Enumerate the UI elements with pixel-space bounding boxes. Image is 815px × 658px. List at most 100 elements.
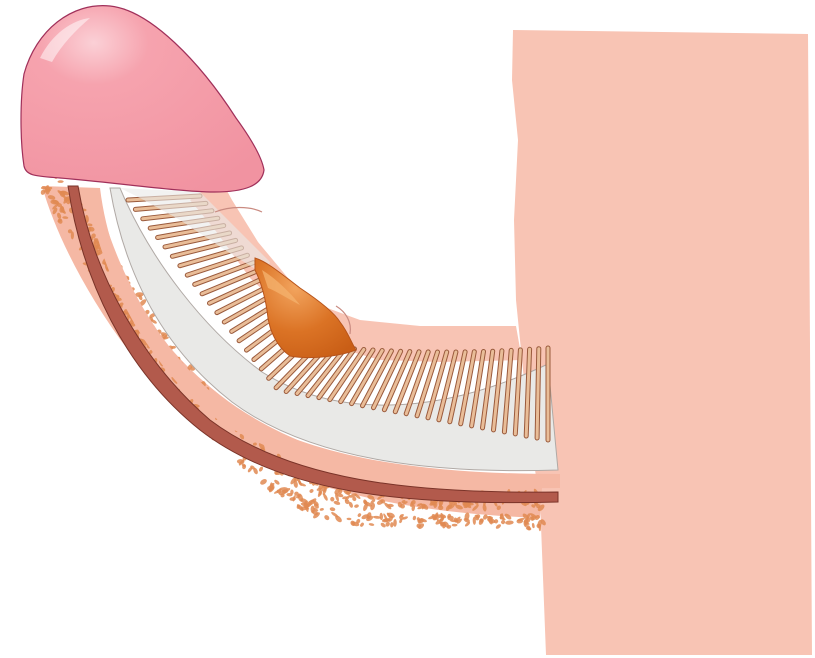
septum: [470, 350, 485, 428]
speckle: [300, 498, 309, 505]
speckle: [346, 517, 352, 521]
speckle: [440, 514, 447, 519]
speckle: [148, 350, 153, 355]
speckle: [379, 512, 384, 521]
speckle: [289, 497, 296, 501]
speckle: [138, 294, 143, 301]
septum: [361, 349, 393, 408]
speckle: [367, 495, 375, 500]
speckle: [286, 492, 293, 497]
speckle: [403, 501, 408, 505]
speckle: [338, 488, 343, 494]
speckle: [501, 520, 506, 525]
speckle: [354, 504, 359, 508]
speckle: [273, 489, 282, 494]
septum: [404, 350, 430, 416]
speckle: [297, 477, 302, 485]
speckle: [40, 189, 46, 195]
speckle: [335, 515, 342, 523]
speckle: [377, 495, 383, 500]
speckle: [483, 514, 488, 520]
speckle: [536, 523, 542, 529]
speckle: [399, 515, 404, 520]
speckle: [443, 521, 449, 528]
septum: [393, 350, 421, 414]
speckle: [421, 504, 426, 510]
speckle: [464, 521, 471, 527]
septum: [459, 350, 476, 426]
speckle: [67, 229, 73, 234]
glans-highlight: [40, 18, 90, 62]
speckle: [464, 512, 470, 521]
speckle: [390, 522, 394, 528]
speckle: [366, 515, 374, 522]
speckle: [324, 515, 330, 521]
septum: [426, 350, 449, 420]
speckle: [534, 515, 540, 520]
corpus-cavernosum-upper: [120, 188, 270, 275]
speckle: [305, 502, 312, 508]
septum: [448, 350, 467, 424]
speckle: [298, 482, 306, 487]
speckle: [504, 513, 512, 520]
speckle: [238, 459, 245, 466]
speckle: [363, 503, 368, 512]
speckle: [393, 519, 397, 527]
speckle: [531, 523, 535, 529]
speckle: [348, 501, 353, 508]
speckle: [432, 517, 437, 521]
speckle: [313, 503, 319, 509]
septum: [437, 350, 458, 422]
speckle: [62, 216, 69, 219]
speckle: [309, 489, 314, 493]
speckle: [360, 522, 364, 527]
speckle: [387, 512, 395, 518]
speckle: [269, 482, 273, 490]
septum: [372, 349, 403, 410]
speckle: [45, 186, 51, 195]
speckle: [52, 203, 59, 210]
speckle: [399, 514, 404, 517]
speckle: [531, 504, 536, 508]
speckle: [305, 505, 309, 512]
speckle: [260, 479, 267, 485]
body-wall: [512, 30, 812, 655]
speckle: [61, 190, 70, 196]
speckle: [400, 503, 405, 509]
speckle: [310, 505, 315, 514]
speckle: [525, 526, 532, 531]
speckle: [351, 521, 360, 527]
speckle: [252, 442, 257, 446]
speckle: [451, 523, 458, 527]
septum: [535, 347, 541, 440]
speckle: [330, 496, 335, 502]
septum: [350, 349, 384, 406]
speckle: [455, 516, 461, 523]
septum: [317, 347, 356, 400]
speckle: [294, 491, 299, 496]
speckle: [399, 519, 403, 524]
speckle: [410, 501, 414, 508]
speckle: [313, 507, 319, 512]
speckle: [323, 493, 328, 501]
speckle: [349, 493, 357, 498]
skin-fold: [214, 206, 263, 213]
speckle: [455, 504, 463, 510]
speckle: [402, 516, 408, 520]
speckle: [93, 243, 99, 251]
speckle: [247, 467, 253, 473]
speckle: [478, 518, 484, 525]
speckle: [517, 517, 525, 522]
septum: [415, 350, 439, 418]
glans: [20, 5, 265, 193]
septum: [339, 348, 375, 404]
speckle: [150, 319, 157, 324]
speckle: [370, 498, 376, 505]
speckle: [376, 499, 384, 505]
septum: [328, 348, 366, 402]
speckle: [70, 231, 75, 240]
speckle: [445, 505, 451, 512]
speckle: [258, 442, 265, 450]
speckle: [258, 466, 264, 472]
